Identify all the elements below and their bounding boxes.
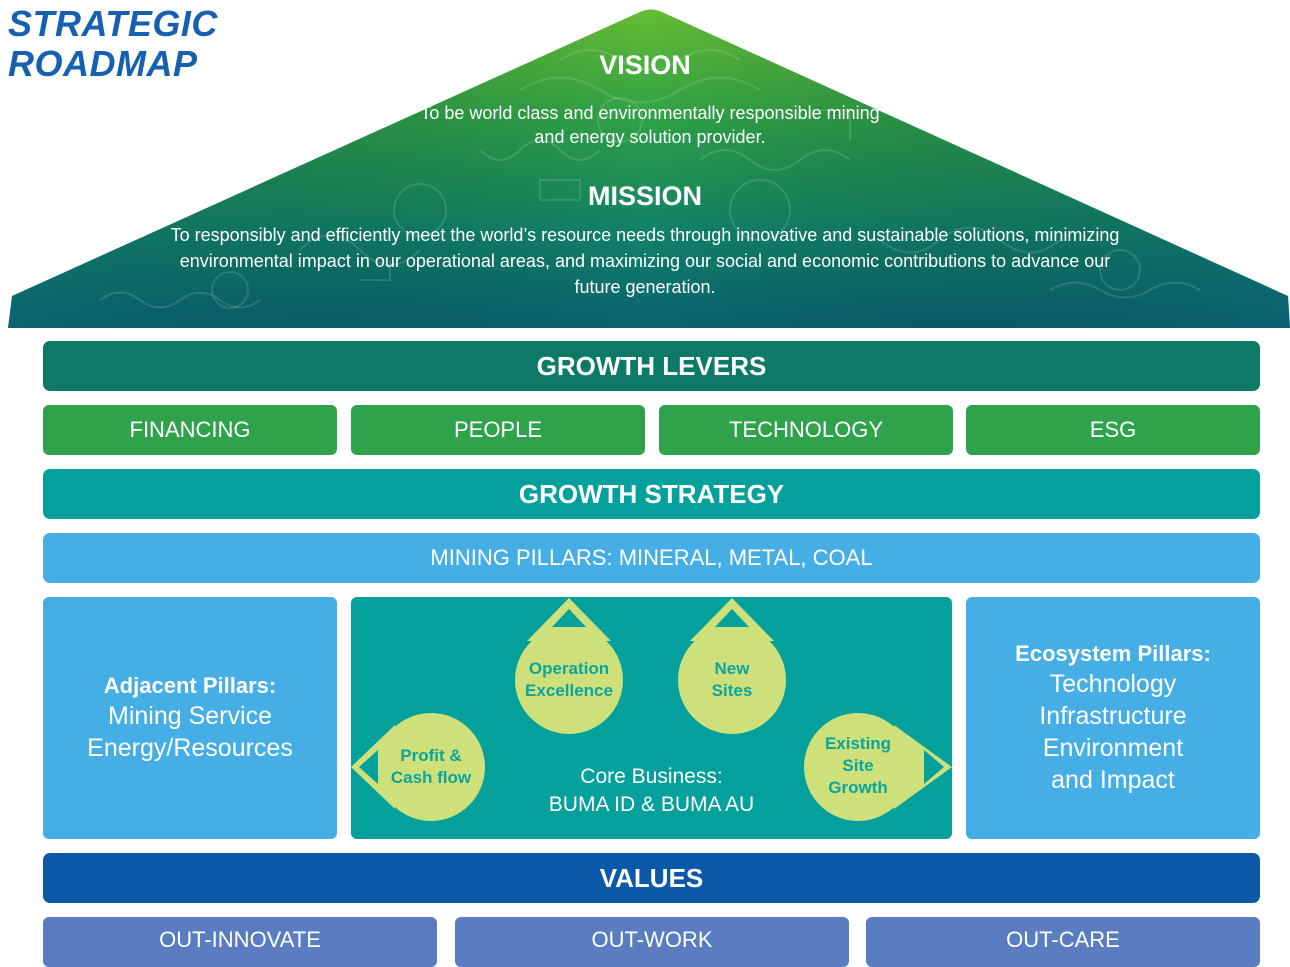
bubble-line: Growth bbox=[828, 778, 888, 797]
bubble-label-operation: Operation Excellence bbox=[511, 658, 627, 702]
core-bubbles bbox=[351, 598, 952, 821]
mission-heading: MISSION bbox=[587, 181, 702, 211]
title-line-2: ROADMAP bbox=[8, 43, 198, 84]
roof-shape bbox=[8, 9, 1290, 328]
growth-strategy-bar: GROWTH STRATEGY bbox=[43, 469, 1260, 519]
lever-esg: ESG bbox=[966, 405, 1260, 455]
core-business-heading: Core Business: bbox=[580, 765, 723, 788]
bubble-arrow-left bbox=[359, 750, 378, 784]
ecosystem-pillars-heading: Ecosystem Pillars: bbox=[1015, 641, 1211, 666]
bubble-operation-excellence bbox=[515, 626, 623, 734]
bubble-line: Operation bbox=[528, 659, 610, 678]
bubble-line: Site bbox=[842, 756, 874, 775]
bubble-label-existing: Existing Site Growth bbox=[804, 733, 912, 799]
bubble-pointer-right bbox=[894, 725, 952, 809]
ecosystem-pillars-list: Technology Infrastructure Environment an… bbox=[1039, 668, 1186, 796]
bubble-arrow-up bbox=[715, 609, 749, 627]
bubble-label-new-sites: New Sites bbox=[678, 658, 786, 702]
mission-text: To responsibly and efficiently meet the … bbox=[170, 225, 1120, 297]
core-business-text: BUMA ID & BUMA AU bbox=[548, 793, 755, 816]
value-out-work: OUT-WORK bbox=[455, 917, 849, 967]
vision-text: To be world class and environmentally re… bbox=[420, 103, 880, 147]
bubble-label-profit: Profit & Cash flow bbox=[379, 745, 483, 789]
title-line-1: STRATEGIC bbox=[8, 3, 218, 44]
core-business-box: Profit & Cash flow Operation Excellence … bbox=[351, 597, 952, 839]
mining-pillars-bar: MINING PILLARS: MINERAL, METAL, COAL bbox=[43, 533, 1260, 583]
bubble-line: Existing bbox=[824, 734, 892, 753]
growth-levers-bar: GROWTH LEVERS bbox=[43, 341, 1260, 391]
values-bar: VALUES bbox=[43, 853, 1260, 903]
bubble-new-sites bbox=[678, 626, 786, 734]
bubble-existing-site-growth bbox=[804, 713, 912, 821]
ecosystem-pillar-item: and Impact bbox=[1051, 766, 1175, 794]
adjacent-pillar-item: Energy/Resources bbox=[87, 734, 293, 762]
vision-heading: VISION bbox=[599, 50, 691, 80]
ecosystem-pillar-item: Environment bbox=[1042, 734, 1184, 762]
page-title: STRATEGIC ROADMAP bbox=[8, 4, 218, 84]
adjacent-pillars-heading: Adjacent Pillars: bbox=[103, 673, 277, 698]
bubble-line: New bbox=[714, 659, 750, 678]
ecosystem-pillar-item: Technology bbox=[1049, 670, 1177, 698]
bubble-profit-cash-flow bbox=[377, 713, 485, 821]
adjacent-pillar-item: Mining Service bbox=[108, 702, 272, 730]
bubble-line: Cash flow bbox=[390, 768, 472, 787]
lever-financing: FINANCING bbox=[43, 405, 337, 455]
bubble-arrow-up bbox=[552, 609, 586, 627]
lever-technology: TECHNOLOGY bbox=[659, 405, 953, 455]
bubble-line: Sites bbox=[711, 681, 753, 700]
lever-people: PEOPLE bbox=[351, 405, 645, 455]
adjacent-pillars-list: Mining Service Energy/Resources bbox=[87, 700, 293, 764]
ecosystem-pillar-item: Infrastructure bbox=[1039, 702, 1187, 730]
bubble-line: Excellence bbox=[525, 681, 613, 700]
value-out-innovate: OUT-INNOVATE bbox=[43, 917, 437, 967]
ecosystem-pillars-box: Ecosystem Pillars: Technology Infrastruc… bbox=[966, 597, 1260, 839]
value-out-care: OUT-CARE bbox=[866, 917, 1260, 967]
bubble-line: Profit & bbox=[400, 746, 462, 765]
adjacent-pillars-box: Adjacent Pillars: Mining Service Energy/… bbox=[43, 597, 337, 839]
bubble-arrow-right bbox=[924, 750, 944, 784]
